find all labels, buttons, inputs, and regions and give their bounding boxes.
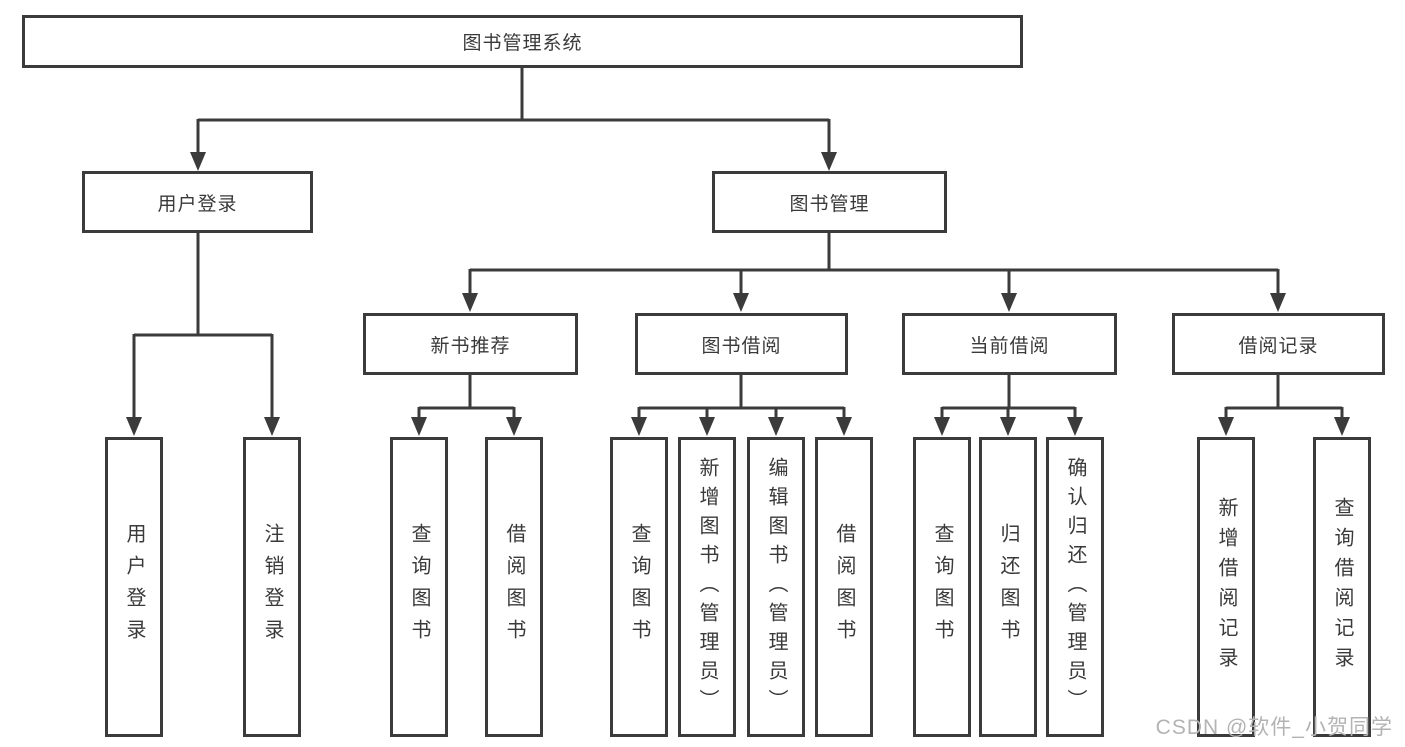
leaf-query-books-recommend: 查询图书 [390, 437, 448, 737]
node-current-borrowing: 当前借阅 [902, 313, 1117, 375]
leaf-label: 查询图书 [628, 523, 650, 651]
leaf-add-borrow-record: 新增借阅记录 [1197, 437, 1255, 737]
leaf-edit-books-admin: 编辑图书（管理员） [747, 437, 805, 737]
leaf-add-books-admin: 新增图书（管理员） [678, 437, 736, 737]
node-label: 新书推荐 [430, 335, 511, 357]
leaf-label: 新增图书（管理员） [696, 456, 718, 718]
leaf-label: 编辑图书（管理员） [765, 456, 787, 718]
leaf-label: 借阅图书 [833, 523, 855, 651]
node-library-management-system: 图书管理系统 [22, 15, 1023, 68]
leaf-label: 确认归还（管理员） [1064, 456, 1086, 718]
node-user-login: 用户登录 [82, 171, 313, 233]
leaf-query-borrow-record: 查询借阅记录 [1313, 437, 1371, 737]
node-book-borrowing: 图书借阅 [635, 313, 848, 375]
leaf-logout: 注销登录 [243, 437, 301, 737]
node-label: 图书管理 [789, 193, 870, 215]
leaf-user-login: 用户登录 [105, 437, 163, 737]
node-borrowing-records: 借阅记录 [1172, 313, 1385, 375]
leaf-label: 注销登录 [261, 523, 283, 651]
node-label: 图书借阅 [701, 335, 782, 357]
node-label: 当前借阅 [969, 335, 1050, 357]
csdn-watermark: CSDN @软件_小贺同学 [1155, 716, 1393, 739]
node-label: 图书管理系统 [462, 33, 583, 54]
leaf-label: 查询图书 [408, 523, 430, 651]
leaf-label: 借阅图书 [503, 523, 525, 651]
arrowhead-icons [126, 152, 1350, 436]
node-label: 借阅记录 [1238, 335, 1319, 357]
node-book-management: 图书管理 [712, 171, 947, 233]
leaf-query-books-borrow: 查询图书 [610, 437, 668, 737]
leaf-query-books-current: 查询图书 [913, 437, 971, 737]
leaf-return-books: 归还图书 [979, 437, 1037, 737]
leaf-label: 查询图书 [931, 523, 953, 651]
node-new-book-recommend: 新书推荐 [363, 313, 578, 375]
leaf-borrow-books-recommend: 借阅图书 [485, 437, 543, 737]
leaf-label: 新增借阅记录 [1215, 497, 1237, 677]
node-label: 用户登录 [157, 193, 238, 215]
leaf-borrow-books: 借阅图书 [815, 437, 873, 737]
leaf-label: 查询借阅记录 [1331, 497, 1353, 677]
leaf-confirm-return-admin: 确认归还（管理员） [1046, 437, 1104, 737]
leaf-label: 归还图书 [997, 523, 1019, 651]
leaf-label: 用户登录 [123, 523, 145, 651]
